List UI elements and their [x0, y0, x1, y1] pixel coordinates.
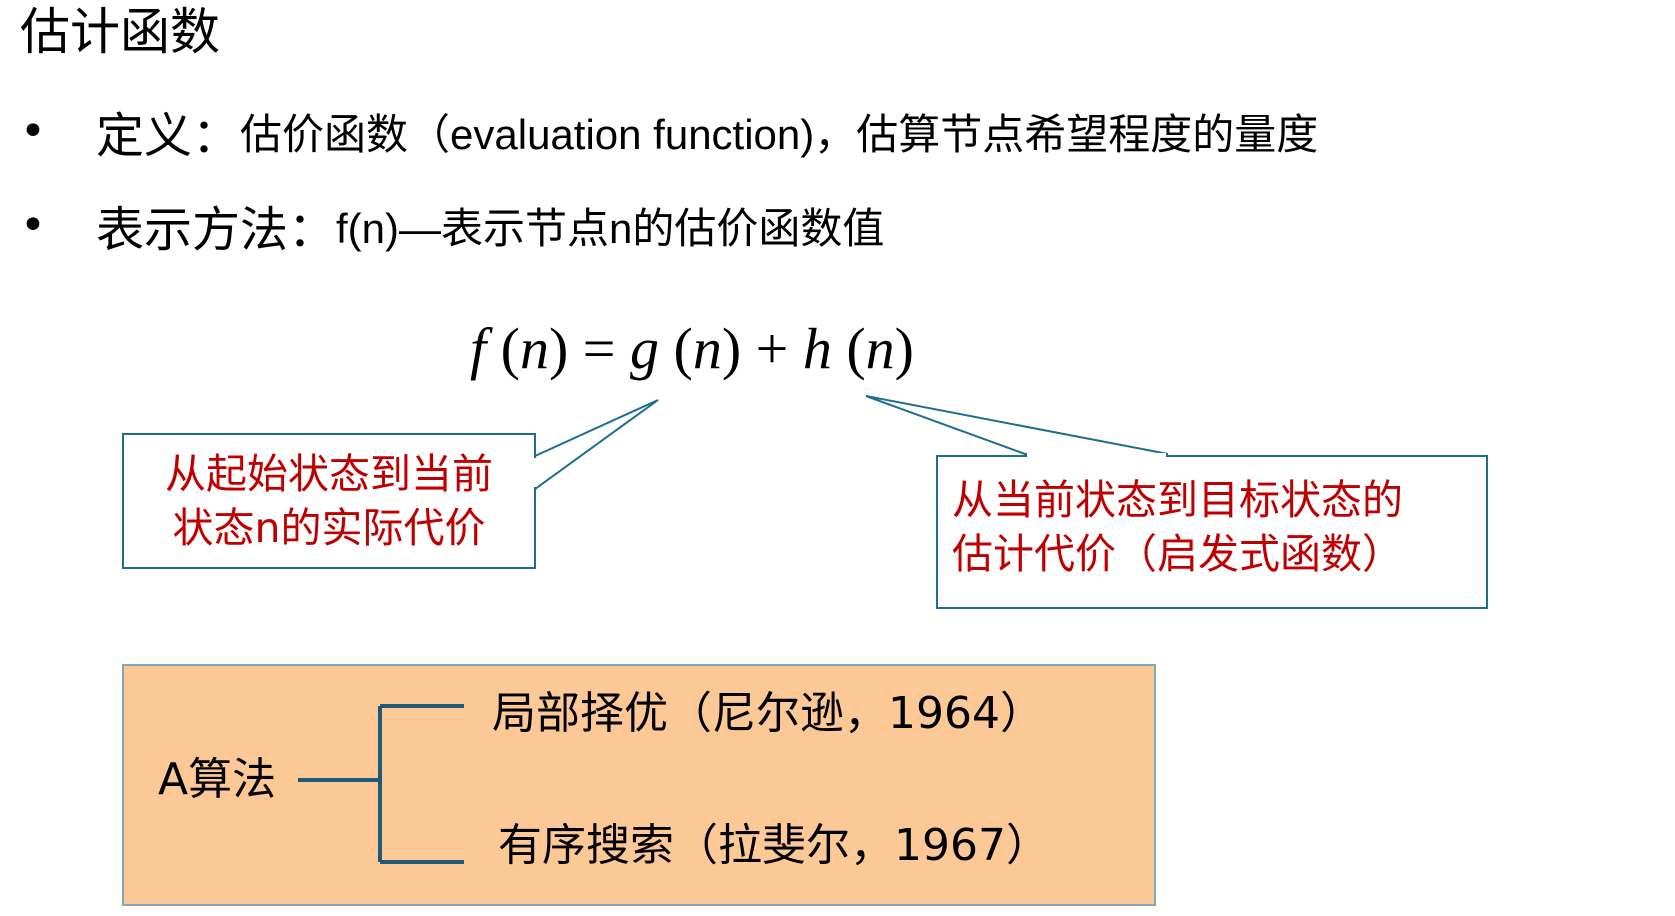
callout-actual-cost-line-2: 状态n的实际代价 [172, 504, 486, 552]
formula-n-2: n [692, 316, 722, 381]
callout-estimated-cost: 从当前状态到目标状态的 估计代价（启发式函数） [936, 455, 1488, 609]
branch-local-best-first: 局部择优（尼尔逊，1964） [492, 688, 1044, 739]
formula-g: g [629, 316, 659, 381]
callout-estimated-cost-line-1: 从当前状态到目标状态的 [952, 476, 1403, 524]
formula-h: h [802, 316, 832, 381]
bullet-definition: • 定义： 估价函数（evaluation function)，估算节点希望程度… [20, 96, 1318, 166]
algorithm-name: A算法 [158, 754, 277, 805]
branch-ordered-search: 有序搜索（拉斐尔，1967） [498, 820, 1050, 871]
formula-n-3: n [865, 316, 895, 381]
bullet-text-definition: 估价函数（evaluation function)，估算节点希望程度的量度 [240, 110, 1319, 158]
algorithm-box: A算法 局部择优（尼尔逊，1964） 有序搜索（拉斐尔，1967） [122, 664, 1156, 906]
callout-pointer-right [865, 395, 1169, 455]
bullet-notation: • 表示方法： f(n)—表示节点n的估价函数值 [20, 190, 884, 260]
bullet-dot: • [20, 199, 46, 251]
formula: f (n) = g (n) + h (n) [470, 316, 914, 381]
bullet-label-notation: 表示方法： [96, 202, 337, 258]
bullet-dot: • [20, 105, 46, 157]
slide-title: 估计函数 [20, 3, 220, 61]
formula-n-1: n [519, 316, 549, 381]
callout-estimated-cost-line-2: 估计代价（启发式函数） [952, 530, 1403, 578]
callout-actual-cost: 从起始状态到当前 状态n的实际代价 [122, 433, 536, 569]
callout-actual-cost-line-1: 从起始状态到当前 [165, 450, 493, 498]
callout-pointer-left [534, 399, 659, 491]
bracket-lines [298, 704, 464, 864]
bullet-text-notation: f(n)—表示节点n的估价函数值 [336, 204, 885, 252]
formula-f: f [470, 316, 487, 381]
bullet-label-definition: 定义： [96, 108, 241, 164]
